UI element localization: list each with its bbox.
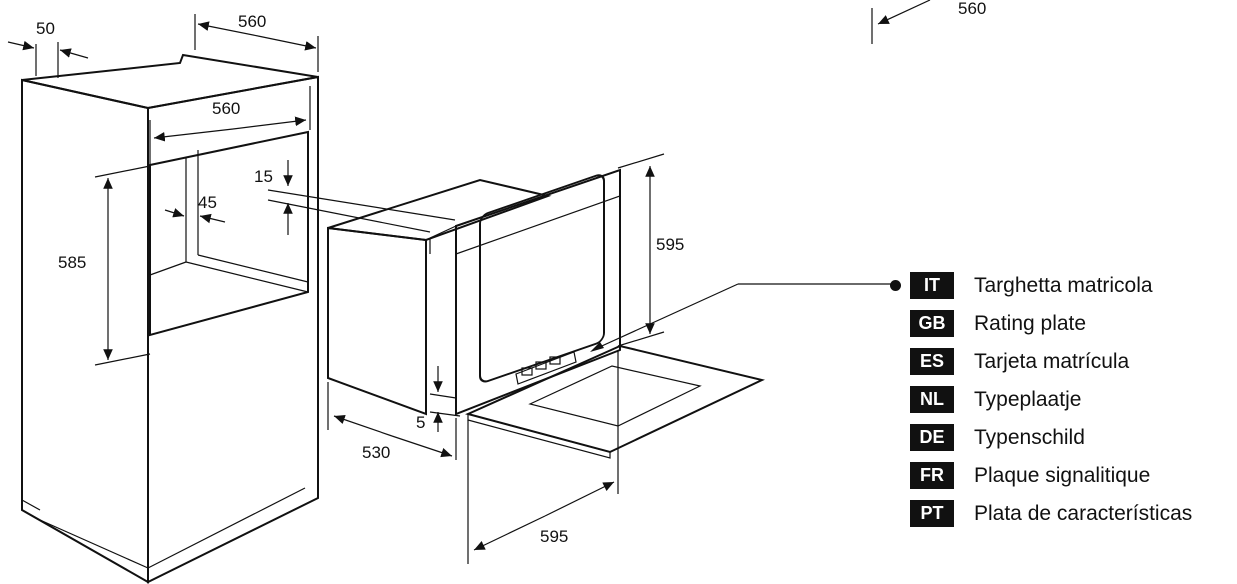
dim-oven-width: 595 (540, 527, 568, 546)
dim-top-left-offset: 50 (36, 19, 55, 38)
dim-corner: 560 (958, 0, 986, 18)
legend-row-pt: PT Plata de características (888, 496, 1237, 534)
language-badge-de: DE (910, 424, 954, 451)
dim-bottom-gap: 5 (416, 413, 425, 432)
dim-opening-width: 560 (212, 99, 240, 118)
leader-dot (890, 280, 901, 291)
language-badge-it: IT (910, 272, 954, 299)
legend-row-it: IT Targhetta matricola (888, 268, 1237, 306)
rating-plate-legend: IT Targhetta matricola GB Rating plate E… (888, 268, 1237, 534)
oven (327, 168, 765, 459)
legend-label-it: Targhetta matricola (974, 274, 1153, 297)
dim-top-gap: 15 (254, 167, 273, 186)
language-badge-nl: NL (910, 386, 954, 413)
cabinet-dimensions: 50 560 560 585 45 15 (7, 12, 456, 366)
language-badge-es: ES (910, 348, 954, 375)
dim-opening-height: 585 (58, 253, 86, 272)
legend-row-de: DE Typenschild (888, 420, 1237, 458)
legend-label-fr: Plaque signalitique (974, 464, 1151, 487)
language-badge-pt: PT (910, 500, 954, 527)
dim-side-clearance: 45 (198, 193, 217, 212)
legend-label-pt: Plata de características (974, 502, 1193, 525)
language-badge-gb: GB (910, 310, 954, 337)
legend-label-gb: Rating plate (974, 312, 1087, 335)
rating-plate-leader (590, 283, 895, 352)
language-badge-fr: FR (910, 462, 954, 489)
legend-label-nl: Typeplaatje (974, 388, 1082, 411)
legend-label-de: Typenschild (974, 426, 1085, 449)
cabinet (21, 53, 319, 584)
legend-row-gb: GB Rating plate (888, 306, 1237, 344)
legend-row-es: ES Tarjeta matrícula (888, 344, 1237, 382)
dim-oven-depth: 530 (362, 443, 390, 462)
oven-dimensions: 595 5 530 595 560 (327, 0, 986, 564)
legend-row-nl: NL Typeplaatje (888, 382, 1237, 420)
legend-row-fr: FR Plaque signalitique (888, 458, 1237, 496)
legend-label-es: Tarjeta matrícula (974, 350, 1130, 373)
dim-oven-height: 595 (656, 235, 684, 254)
dim-cabinet-depth: 560 (238, 12, 266, 31)
